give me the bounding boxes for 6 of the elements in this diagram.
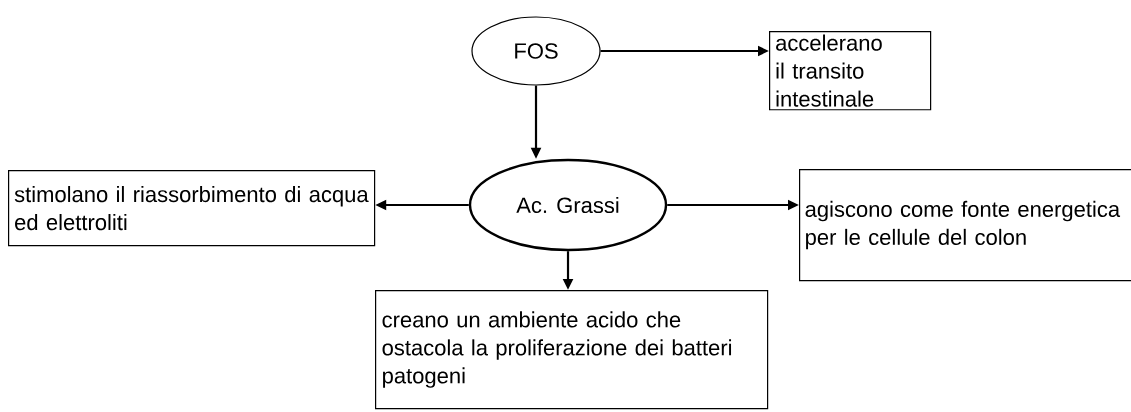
ellipse-node: Ac. Grassi	[468, 158, 668, 252]
text-box: creano un ambiente acido che ostacola la proliferazione dei batteri patogeni	[375, 290, 769, 410]
text-box: stimolano il riassorbimento di acqua ed elettroliti	[8, 170, 376, 247]
text-box: accelerano il transito intestinale	[769, 31, 932, 111]
ellipse-node: FOS	[471, 16, 601, 86]
text-box: agiscono come fonte energetica per le cellule del colon	[799, 169, 1131, 282]
